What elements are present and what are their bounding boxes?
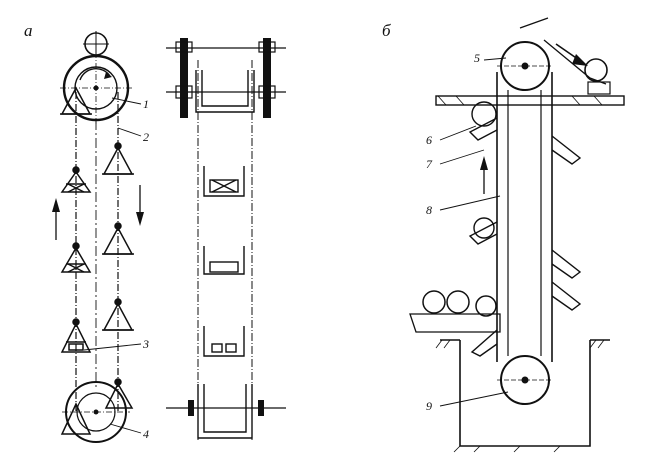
panel-b-elevator: [409, 17, 625, 453]
down-arrow-icon: [136, 185, 144, 226]
panel-label-a: а: [24, 21, 33, 40]
chain-runs: [75, 92, 119, 412]
callout-5: 5: [474, 51, 480, 65]
tail-sprocket: [62, 381, 130, 443]
panel-a-elevation: [52, 31, 144, 443]
callout-7: 7: [426, 157, 433, 171]
panel-a-leaders: [83, 97, 142, 434]
callout-6: 6: [426, 133, 432, 147]
callout-labels: 1 2 3 4 5 6 7 8 9: [142, 51, 480, 441]
callout-8: 8: [426, 203, 432, 217]
callout-1: 1: [143, 97, 149, 111]
descending-cradles: [102, 142, 134, 409]
drive-sprocket: [60, 52, 132, 124]
ascending-cradles: [60, 86, 92, 435]
callout-2: 2: [143, 130, 149, 144]
panel-label-b: б: [382, 21, 391, 40]
callout-9: 9: [426, 399, 432, 413]
callout-4: 4: [143, 427, 149, 441]
callout-3: 3: [142, 337, 149, 351]
panel-a-side-view: [166, 38, 286, 440]
up-arrow-icon: [52, 198, 60, 240]
panel-labels: а б: [24, 21, 391, 40]
